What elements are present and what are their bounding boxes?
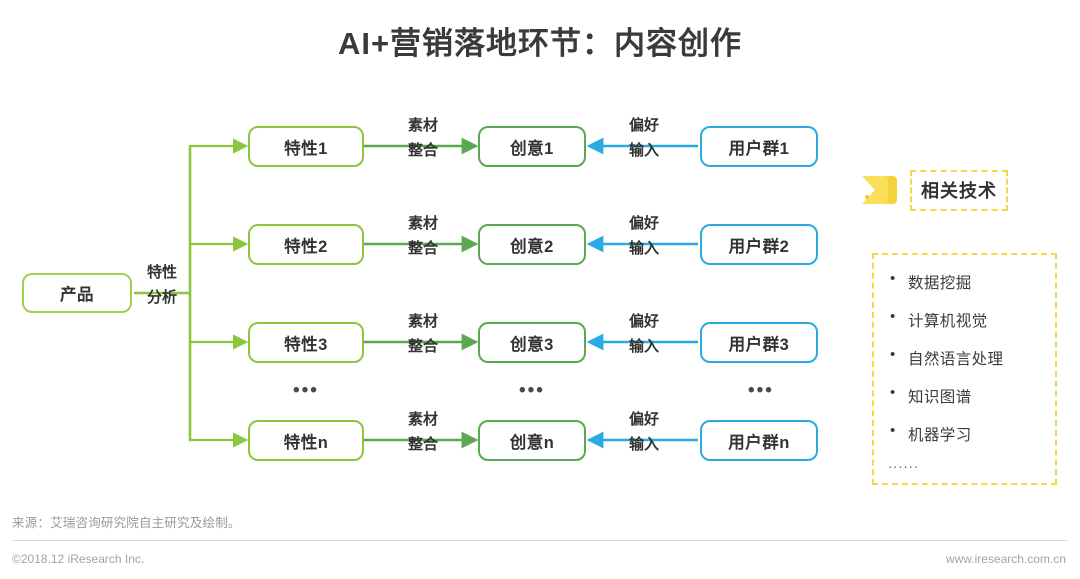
- connector-lines: [134, 137, 698, 449]
- node-user-group-2[interactable]: 用户群2: [700, 224, 818, 265]
- tag-icon: [862, 176, 897, 204]
- edge-label-preference-1: 偏好 输入: [613, 118, 675, 159]
- edge-label-line2: 整合: [407, 239, 438, 257]
- list-item: 知识图谱: [890, 384, 1055, 407]
- ellipsis-user-column: •••: [748, 380, 774, 401]
- edge-label-material-1: 素材 整合: [392, 118, 454, 159]
- list-item: 机器学习: [890, 422, 1055, 445]
- node-feature-3[interactable]: 特性3: [248, 322, 364, 363]
- edge-label-line1: 偏好: [628, 117, 659, 134]
- node-user-group-3[interactable]: 用户群3: [700, 322, 818, 363]
- related-tech-list: 数据挖掘 计算机视觉 自然语言处理 知识图谱 机器学习: [874, 255, 1055, 445]
- edge-label-preference-3: 偏好 输入: [613, 314, 675, 355]
- edge-label-line1: 偏好: [628, 411, 659, 428]
- footer-divider: [12, 540, 1068, 541]
- edge-label-line1: 偏好: [628, 215, 659, 232]
- website-url: www.iresearch.com.cn: [945, 552, 1066, 566]
- node-idea-2[interactable]: 创意2: [478, 224, 586, 265]
- edge-label-preference-2: 偏好 输入: [613, 216, 675, 257]
- edge-label-material-2: 素材 整合: [392, 216, 454, 257]
- edge-label-line2: 输入: [628, 337, 659, 355]
- node-idea-1[interactable]: 创意1: [478, 126, 586, 167]
- related-tech-box: 数据挖掘 计算机视觉 自然语言处理 知识图谱 机器学习: [872, 253, 1057, 485]
- edge-label-line2: 整合: [407, 141, 438, 159]
- node-idea-3[interactable]: 创意3: [478, 322, 586, 363]
- list-item: 计算机视觉: [890, 308, 1055, 331]
- edge-label-material-3: 素材 整合: [392, 314, 454, 355]
- related-tech-more: ......: [888, 455, 920, 472]
- diagram-canvas: 产品 特性 分析 特性1 素材 整合 创意1 偏好 输入 用户群1 特性2 素材…: [0, 0, 1080, 520]
- edge-label-line2: 分析: [146, 288, 177, 306]
- edge-label-line1: 素材: [407, 411, 438, 428]
- edge-label-preference-n: 偏好 输入: [613, 412, 675, 453]
- node-feature-1[interactable]: 特性1: [248, 126, 364, 167]
- related-tech-title: 相关技术: [910, 170, 1008, 211]
- related-tech-header: 相关技术: [858, 170, 1028, 211]
- list-item: 自然语言处理: [890, 346, 1055, 369]
- edge-label-material-n: 素材 整合: [392, 412, 454, 453]
- copyright-text: ©2018.12 iResearch Inc.: [12, 552, 145, 566]
- edge-label-line1: 素材: [407, 313, 438, 330]
- edge-label-line2: 输入: [628, 239, 659, 257]
- node-feature-2[interactable]: 特性2: [248, 224, 364, 265]
- edge-label-line1: 素材: [407, 215, 438, 232]
- node-idea-n[interactable]: 创意n: [478, 420, 586, 461]
- edge-label-feature-analysis: 特性 分析: [134, 265, 190, 306]
- node-product[interactable]: 产品: [22, 273, 132, 313]
- node-user-group-n[interactable]: 用户群n: [700, 420, 818, 461]
- node-user-group-1[interactable]: 用户群1: [700, 126, 818, 167]
- edge-label-line1: 素材: [407, 117, 438, 134]
- list-item: 数据挖掘: [890, 270, 1055, 293]
- edge-label-line1: 偏好: [628, 313, 659, 330]
- edge-label-line2: 整合: [407, 337, 438, 355]
- edge-label-line2: 输入: [628, 435, 659, 453]
- source-note: 来源：艾瑞咨询研究院自主研究及绘制。: [12, 516, 241, 530]
- edge-label-line2: 整合: [407, 435, 438, 453]
- ellipsis-feature-column: •••: [293, 380, 319, 401]
- edge-label-line2: 输入: [628, 141, 659, 159]
- ellipsis-idea-column: •••: [519, 380, 545, 401]
- page-title: AI+营销落地环节：内容创作: [337, 26, 743, 61]
- edge-label-line1: 特性: [146, 264, 177, 281]
- node-feature-n[interactable]: 特性n: [248, 420, 364, 461]
